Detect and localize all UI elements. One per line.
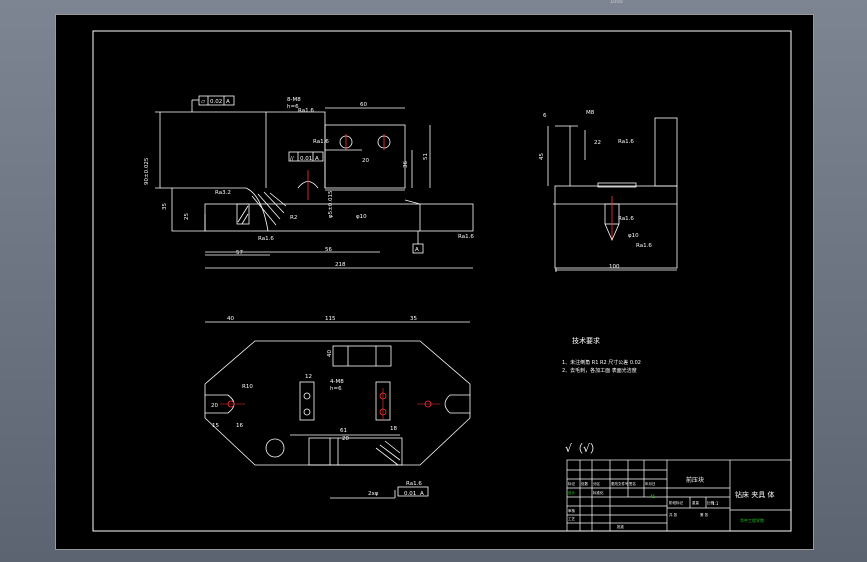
tb-label-15: 第 张	[700, 512, 709, 517]
tech-line-2: 2、去毛刺，各加工面 表面光洁度	[562, 367, 637, 374]
dim-12: 12	[305, 374, 312, 380]
dim-22: 22	[594, 140, 601, 146]
rough-front-2: Ra1.6	[313, 139, 329, 145]
dim-15: 15	[212, 423, 219, 429]
vert-dim: 90±0.025	[144, 157, 150, 185]
dim-18: 18	[390, 426, 397, 432]
hole-note-2: h=6	[287, 104, 299, 110]
tb-label-4: 签名	[629, 481, 636, 486]
tb-label-11: 阶段标记	[669, 500, 683, 505]
dim-218: 218	[335, 262, 346, 268]
flatness-sym: ▱	[201, 99, 206, 105]
dim-60: 60	[360, 102, 367, 108]
flatness-datum: A	[226, 99, 230, 105]
tb-label-12: 重量	[692, 500, 700, 505]
dim-115: 115	[325, 316, 336, 322]
dim-56: 56	[325, 247, 332, 253]
hole-note-1: 8-M8	[287, 97, 301, 103]
tb-label-13: 比例	[707, 500, 715, 505]
tb-label-7: 审核	[568, 508, 576, 513]
datum-a: A	[415, 247, 419, 253]
tb-label-9: 标准化	[593, 490, 604, 495]
tb-label-1: 处数	[581, 481, 589, 486]
tech-title: 技术要求	[572, 336, 600, 345]
title-block-text: 前压块 钻床 夹具 体 华中工程学院 45 1:1 标记 处数 分区 更改文件号…	[568, 476, 774, 529]
dim-36: 36	[403, 161, 409, 168]
dim-35: 35	[162, 203, 168, 210]
dim-40b: 40	[327, 350, 333, 357]
rough-front-3: Ra3.2	[215, 190, 231, 196]
drawing-sheet	[55, 14, 814, 550]
dim-m8: M8	[586, 110, 595, 116]
dim-45: 45	[539, 153, 545, 160]
dim-100: 100	[609, 264, 620, 270]
tb-label-14: 共 张	[669, 512, 678, 517]
perp-datum: A	[420, 491, 424, 497]
dim-20: 20	[362, 158, 369, 164]
tech-notes: 技术要求 1、未注倒角 R1 R2 尺寸公差 0.02 2、去毛刺，各加工面 表…	[562, 336, 641, 455]
rough-front-4: Ra1.6	[258, 236, 274, 242]
dim-20b: 20	[342, 436, 349, 442]
tb-label-8: 工艺	[568, 516, 576, 521]
tb-label-6: 设计	[568, 490, 576, 495]
rough-top: Ra1.6	[406, 481, 422, 487]
top-note-1: 4-M8	[330, 379, 344, 385]
dim-25: 25	[184, 213, 190, 220]
dim-r: R2	[290, 215, 297, 221]
dim-40: 40	[227, 316, 234, 322]
rough-side-2: Ra1.6	[618, 216, 634, 222]
dim-57: 57	[236, 250, 243, 256]
dim-r5: 20	[211, 403, 218, 409]
top-dimension: 1000	[610, 0, 623, 5]
tb-label-3: 更改文件号	[611, 481, 629, 486]
rough-side-3: Ra1.6	[636, 243, 652, 249]
tb-label-0: 标记	[568, 481, 576, 486]
parallel-sym: //	[290, 156, 294, 162]
title-block	[566, 459, 792, 532]
parallel-datum: A	[315, 156, 319, 162]
rough-front-1: Ra1.6	[298, 108, 314, 114]
inner-border	[92, 30, 792, 532]
side-view	[547, 117, 678, 272]
parallel-val: 0.01	[300, 156, 312, 162]
material: 45	[650, 494, 656, 499]
top-note-2: h=6	[330, 386, 342, 392]
perp-val: 0.01	[404, 491, 416, 497]
perp-sym: 2xφ	[368, 491, 379, 497]
scale: 1:1	[712, 501, 719, 506]
tb-label-2: 分区	[593, 481, 601, 486]
dim-phi: φ10	[356, 214, 367, 220]
dim-phi-side: φ10	[628, 233, 639, 239]
dim-6: 6	[543, 113, 547, 119]
rough-symbol: √（√）	[565, 442, 601, 455]
flatness-val: 0.02	[210, 99, 222, 105]
vert-dim2: φ5±0.015	[328, 190, 334, 218]
dim-16: 16	[236, 423, 243, 429]
top-view	[204, 321, 471, 499]
front-view-text: ▱ 0.02 A 8-M8 h=6 Ra1.6 60 20 36 51 35 2…	[144, 97, 474, 268]
side-view-text: 6 M8 45 22 100 φ10 Ra1.6 Ra1.6 Ra1.6	[539, 110, 652, 270]
top-view-center	[220, 388, 440, 420]
drawing-title: 钻床 夹具 体	[735, 490, 774, 499]
dim-51: 51	[423, 153, 429, 160]
tech-line-1: 1、未注倒角 R1 R2 尺寸公差 0.02	[562, 359, 641, 366]
top-view-text: 40 115 35 40 12 15 16 18 R10 20 61 20 4-…	[211, 316, 424, 497]
rough-front-5: Ra1.6	[458, 234, 474, 240]
front-view	[155, 95, 474, 269]
dim-35-top: 35	[410, 316, 417, 322]
rough-side-1: Ra1.6	[618, 139, 634, 145]
dim-r10: R10	[242, 384, 253, 390]
tb-label-10: 批准	[617, 524, 625, 529]
tb-label-5: 年月日	[645, 481, 656, 486]
school-name: 华中工程学院	[740, 517, 764, 523]
part-name: 前压块	[686, 476, 704, 484]
dim-61: 61	[340, 428, 347, 434]
